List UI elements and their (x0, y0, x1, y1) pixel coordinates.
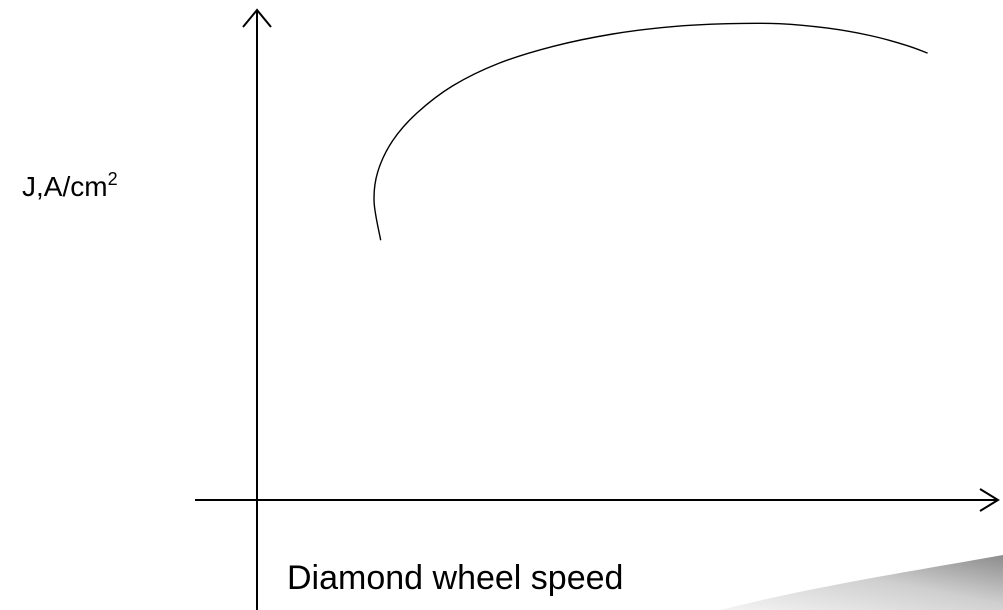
x-axis-label: Diamond wheel speed (287, 559, 623, 597)
corner-shade-decoration (720, 555, 1003, 610)
y-axis-label: J,A/cm2 (22, 169, 118, 202)
y-axis-label-superscript: 2 (108, 169, 118, 189)
y-axis-label-main: J,A/cm (22, 171, 108, 202)
y-axis-arrowhead (242, 8, 272, 28)
x-axis-arrowhead (979, 488, 1000, 512)
series-curve (373, 22, 928, 241)
